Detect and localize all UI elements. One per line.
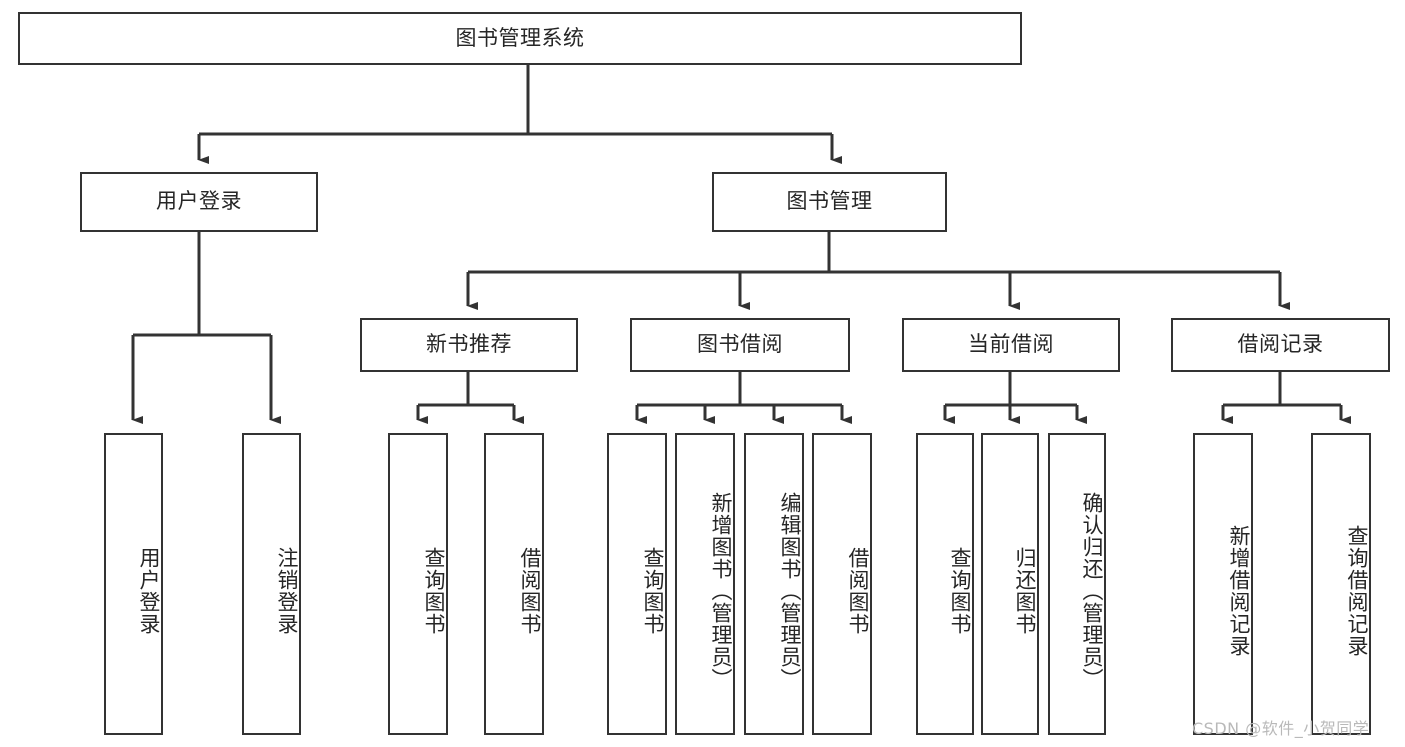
node-label: 新增图书（管理员） bbox=[709, 492, 733, 690]
node-label: 用户登录 bbox=[137, 547, 161, 635]
node-book-borrow[interactable]: 图书借阅 bbox=[630, 318, 850, 372]
node-new-book-recommend[interactable]: 新书推荐 bbox=[360, 318, 578, 372]
node-label: 查询图书 bbox=[641, 547, 665, 635]
node-leaf-borrow-book-2[interactable]: 借阅图书 bbox=[812, 433, 872, 735]
node-label: 归还图书 bbox=[1013, 547, 1037, 635]
node-label: 注销登录 bbox=[275, 547, 299, 635]
node-label: 新书推荐 bbox=[426, 332, 512, 357]
node-leaf-user-logout[interactable]: 注销登录 bbox=[242, 433, 301, 735]
node-borrow-record[interactable]: 借阅记录 bbox=[1171, 318, 1390, 372]
node-leaf-borrow-book-1[interactable]: 借阅图书 bbox=[484, 433, 544, 735]
node-label: 图书管理系统 bbox=[455, 25, 585, 50]
node-leaf-query-record[interactable]: 查询借阅记录 bbox=[1311, 433, 1371, 735]
node-leaf-query-book-3[interactable]: 查询图书 bbox=[916, 433, 974, 735]
node-book-management[interactable]: 图书管理 bbox=[712, 172, 947, 232]
node-leaf-user-login[interactable]: 用户登录 bbox=[104, 433, 163, 735]
node-label: 查询图书 bbox=[422, 547, 446, 635]
node-label: 借阅图书 bbox=[846, 547, 870, 635]
node-leaf-confirm-return[interactable]: 确认归还（管理员） bbox=[1048, 433, 1106, 735]
node-label: 查询借阅记录 bbox=[1345, 525, 1369, 657]
node-label: 确认归还（管理员） bbox=[1080, 492, 1104, 690]
node-label: 用户登录 bbox=[156, 189, 242, 214]
node-label: 图书管理 bbox=[786, 189, 873, 214]
node-label: 借阅记录 bbox=[1237, 332, 1324, 357]
node-leaf-edit-book[interactable]: 编辑图书（管理员） bbox=[744, 433, 804, 735]
node-leaf-add-book[interactable]: 新增图书（管理员） bbox=[675, 433, 735, 735]
node-label: 图书借阅 bbox=[697, 332, 783, 357]
node-leaf-add-record[interactable]: 新增借阅记录 bbox=[1193, 433, 1253, 735]
csdn-watermark: CSDN @软件_小贺同学 bbox=[1192, 719, 1370, 738]
node-leaf-query-book-1[interactable]: 查询图书 bbox=[388, 433, 448, 735]
node-leaf-return-book[interactable]: 归还图书 bbox=[981, 433, 1039, 735]
node-user-login[interactable]: 用户登录 bbox=[80, 172, 318, 232]
node-label: 借阅图书 bbox=[518, 547, 542, 635]
node-leaf-query-book-2[interactable]: 查询图书 bbox=[607, 433, 667, 735]
node-label: 新增借阅记录 bbox=[1227, 525, 1251, 657]
node-label: 当前借阅 bbox=[968, 332, 1054, 357]
node-label: 编辑图书（管理员） bbox=[778, 492, 802, 690]
node-current-borrow[interactable]: 当前借阅 bbox=[902, 318, 1120, 372]
node-label: 查询图书 bbox=[948, 547, 972, 635]
node-root-book-management-system[interactable]: 图书管理系统 bbox=[18, 12, 1022, 65]
